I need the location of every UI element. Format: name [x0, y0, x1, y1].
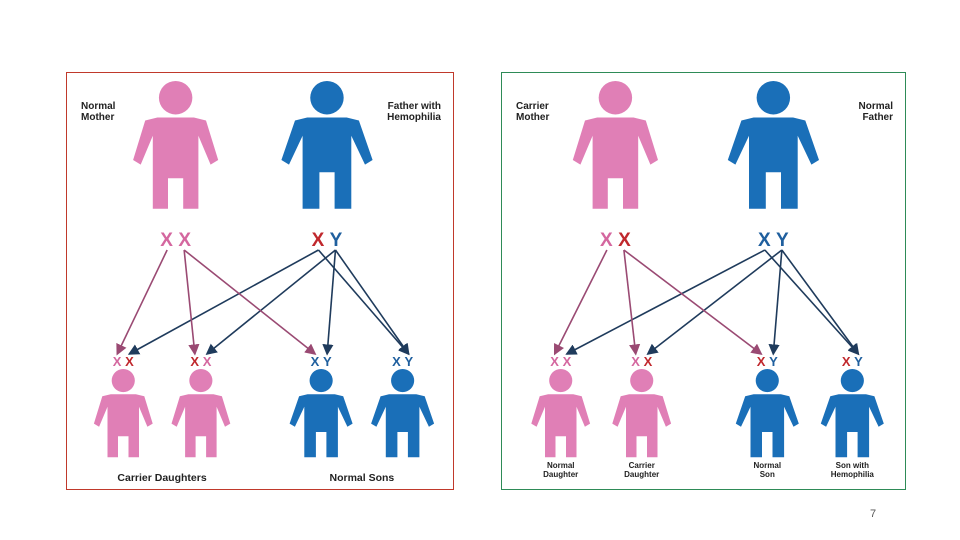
- mother-label-line-0: Carrier: [516, 101, 549, 112]
- group-label-1: Normal Sons: [329, 472, 394, 484]
- child-figure-3: [820, 369, 884, 458]
- child-figure-1: [171, 369, 231, 458]
- child-3-chromosome-affected-x: X: [842, 354, 851, 369]
- mother-chromosome-affected-x: X: [618, 230, 631, 251]
- child-2-chromosome-affected-x: X: [757, 354, 766, 369]
- arrow-parent0-to-child2: [183, 249, 317, 355]
- child-figure-0: [531, 369, 591, 458]
- arrow-parent1-to-child1: [646, 249, 783, 355]
- child-0-label-line-1: Daughter: [543, 470, 578, 479]
- child-figure-3: [371, 369, 435, 458]
- child-3-chromosome-y: Y: [404, 354, 413, 369]
- child-0-label-line-0: Normal: [547, 461, 575, 470]
- arrow-parent1-to-child0: [565, 249, 766, 355]
- arrow-parent1-to-child0: [127, 249, 319, 355]
- child-3-chromosome-x: X: [392, 354, 401, 369]
- arrow-parent0-to-child1: [623, 249, 641, 356]
- child-figure-1: [612, 369, 672, 458]
- arrow-parent1-to-child2: [768, 249, 783, 356]
- child-2-chromosome-y: Y: [769, 354, 778, 369]
- arrow-parent1-to-child3: [764, 249, 860, 356]
- inheritance-arrows: [116, 249, 410, 356]
- arrow-parent0-to-child0: [116, 249, 168, 356]
- mother-figure: [572, 81, 658, 209]
- father-chromosome-y: Y: [330, 230, 343, 251]
- child-3-chromosome-y: Y: [854, 354, 863, 369]
- father-figure: [727, 81, 819, 209]
- child-2-label-line-0: Normal: [753, 461, 781, 470]
- arrow-parent0-to-child2: [623, 249, 763, 355]
- inheritance-arrows: [554, 249, 860, 356]
- child-1-chromosome-x: X: [203, 354, 212, 369]
- child-0-chromosome-x: X: [563, 354, 572, 369]
- father-figure: [281, 81, 373, 209]
- child-1-chromosome-x: X: [631, 354, 640, 369]
- child-0-chromosome-affected-x: X: [125, 354, 134, 369]
- child-2-chromosome-y: Y: [323, 354, 332, 369]
- child-2-chromosome-x: X: [311, 354, 320, 369]
- arrow-parent1-to-child3: [334, 249, 410, 356]
- page-number: 7: [870, 508, 877, 520]
- child-1-chromosome-affected-x: X: [644, 354, 653, 369]
- father-label-line-0: Father with: [388, 101, 441, 112]
- mother-chromosome-x: X: [600, 230, 613, 251]
- arrow-parent1-to-child3: [781, 249, 860, 356]
- child-1-chromosome-affected-x: X: [190, 354, 199, 369]
- mother-label-line-0: Normal: [81, 101, 116, 112]
- child-1-label-line-0: Carrier: [629, 461, 655, 470]
- child-figure-2: [289, 369, 353, 458]
- child-1-label-line-1: Daughter: [624, 470, 659, 479]
- mother-label-line-1: Mother: [516, 112, 549, 123]
- mother-figure: [133, 81, 219, 209]
- father-label-line-1: Father: [862, 112, 893, 123]
- child-figure-0: [93, 369, 153, 458]
- mother-chromosome-x: X: [178, 230, 191, 251]
- father-label-line-1: Hemophilia: [387, 112, 441, 123]
- father-chromosome-y: Y: [776, 230, 789, 251]
- child-0-chromosome-x: X: [550, 354, 559, 369]
- child-figure-2: [735, 369, 799, 458]
- arrow-parent0-to-child0: [554, 249, 608, 356]
- arrow-parent0-to-child1: [183, 249, 200, 356]
- father-chromosome-affected-x: X: [312, 230, 325, 251]
- child-0-chromosome-x: X: [113, 354, 122, 369]
- mother-chromosome-x: X: [160, 230, 173, 251]
- mother-label-line-1: Mother: [81, 112, 114, 123]
- child-3-label-line-0: Son with: [836, 461, 869, 470]
- child-3-label-line-1: Hemophilia: [831, 470, 875, 479]
- arrow-parent1-to-child1: [205, 249, 336, 356]
- child-2-label-line-1: Son: [760, 470, 775, 479]
- father-label-line-0: Normal: [859, 101, 894, 112]
- group-label-0: Carrier Daughters: [117, 472, 206, 484]
- father-chromosome-x: X: [758, 230, 771, 251]
- arrow-parent1-to-child3: [317, 249, 410, 356]
